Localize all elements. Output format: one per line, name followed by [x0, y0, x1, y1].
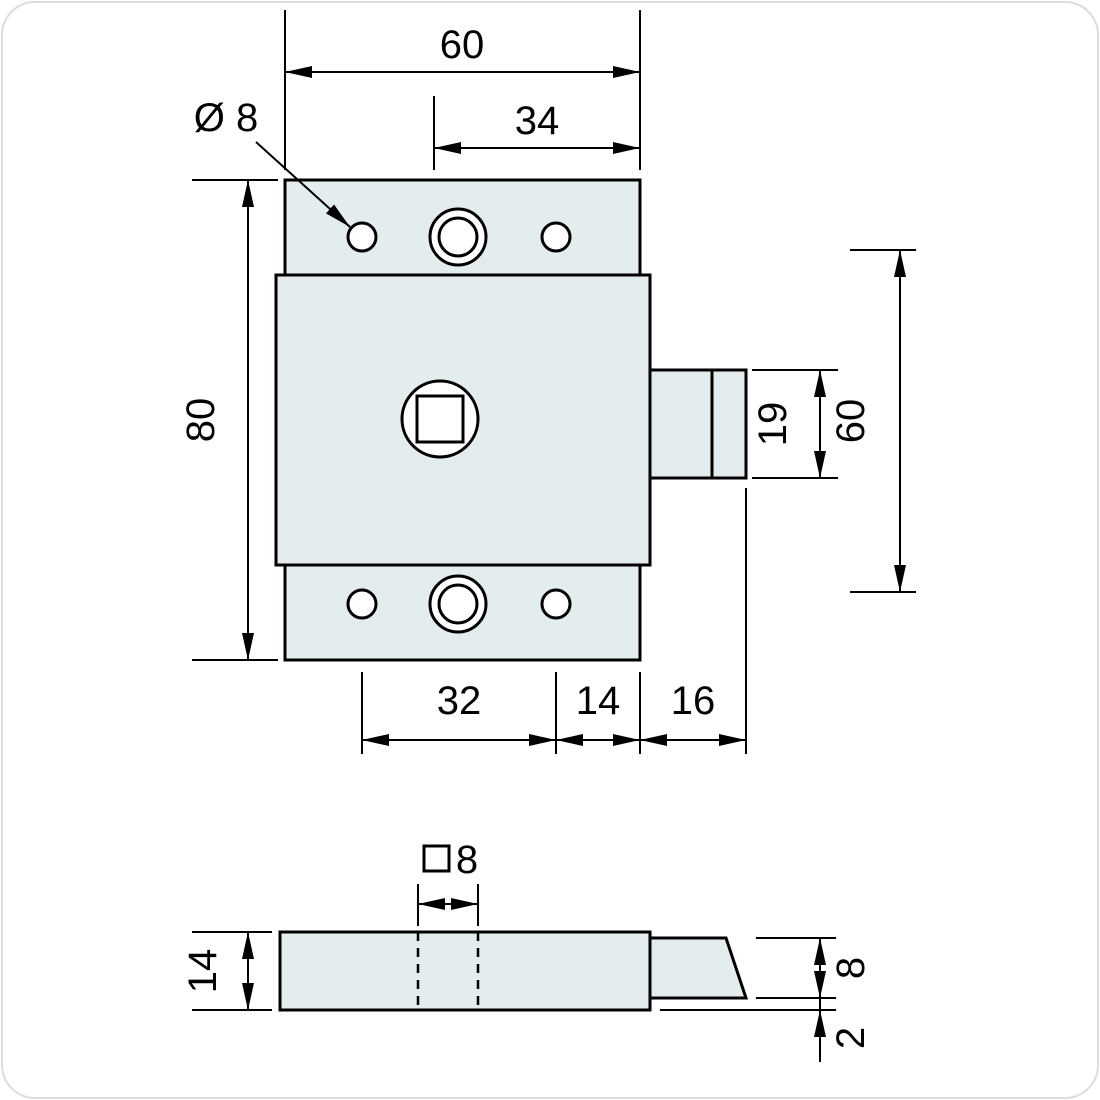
dim-width-inner-label: 34	[515, 99, 560, 143]
screw-hole-top-left	[346, 221, 378, 253]
dim-bottom-a-label: 32	[437, 679, 482, 723]
screw-hole-bottom-left	[346, 588, 378, 620]
front-view: 60 34 Ø 8 80 60 19 32 14 16	[179, 10, 916, 754]
screw-hole-top-right	[540, 221, 572, 253]
key-hole-top-inner	[437, 216, 479, 258]
dim-height-total-label: 80	[179, 398, 223, 443]
dim-square-size-label: 8	[456, 838, 478, 882]
dim-width-total-label: 60	[440, 23, 485, 67]
dim-clearance-label: 2	[829, 1027, 873, 1049]
leader-hole-diameter	[255, 141, 351, 228]
plate-side	[278, 930, 652, 1012]
side-body	[278, 930, 749, 1012]
key-hole-bottom-inner	[437, 583, 479, 625]
side-view: 8 14 8 2	[181, 838, 873, 1062]
dim-bottom-c-label: 16	[671, 679, 716, 723]
front-dimension-lines	[192, 10, 916, 754]
dim-plate-thickness-label: 14	[181, 949, 225, 994]
square-symbol	[422, 844, 451, 873]
spindle-square-hole	[415, 394, 465, 444]
lock-body	[274, 178, 748, 662]
holes	[346, 207, 572, 634]
bolt-side	[648, 936, 749, 1000]
bolt-front	[648, 368, 748, 480]
dim-bolt-height-label: 19	[751, 402, 795, 447]
side-dimension-lines	[192, 884, 836, 1062]
dim-bolt-thickness-label: 8	[829, 957, 873, 979]
side-dimension-labels: 8 14 8 2	[181, 838, 873, 1049]
front-dimension-labels: 60 34 Ø 8 80 60 19 32 14 16	[179, 23, 873, 723]
dim-bottom-b-label: 14	[576, 679, 621, 723]
dim-height-right-label: 60	[829, 399, 873, 444]
screw-hole-bottom-right	[540, 588, 572, 620]
dim-hole-diameter-label: Ø 8	[194, 96, 258, 140]
